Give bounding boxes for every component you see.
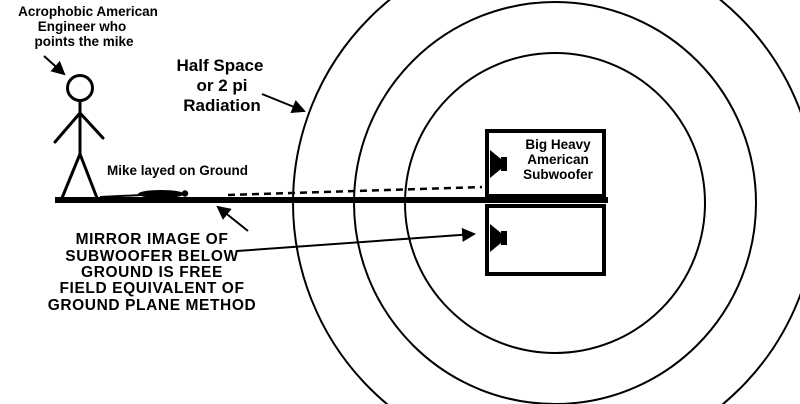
half-space-arrow: [261, 93, 306, 114]
stick-figure-right-arm: [78, 111, 105, 140]
stick-figure-head: [66, 74, 94, 102]
speaker-driver-icon: [490, 150, 507, 178]
half-space-label-line-1: Half Space: [177, 56, 264, 75]
speaker-driver-icon-mirror: [490, 224, 507, 252]
mirror-note: MIRROR IMAGE OF SUBWOOFER BELOW GROUND I…: [48, 231, 257, 314]
mirror-note-ground-arrow: [216, 205, 249, 232]
mirror-note-line-2: SUBWOOFER BELOW: [65, 248, 238, 265]
half-space-label-line-3: Radiation: [183, 96, 260, 115]
engineer-label-line-1: Acrophobic American: [18, 4, 158, 19]
engineer-label: Acrophobic American Engineer who points …: [18, 4, 158, 49]
stick-figure-engineer: [53, 74, 105, 200]
subwoofer-label-line-3: Subwoofer: [523, 167, 593, 182]
mirror-note-line-5: GROUND PLANE METHOD: [48, 297, 257, 314]
half-space-label-line-2: or 2 pi: [196, 76, 247, 95]
subwoofer-label-line-2: American: [527, 152, 589, 167]
stick-figure-left-leg: [60, 152, 82, 200]
ground-line: [55, 197, 608, 203]
subwoofer-label: Big Heavy American Subwoofer: [523, 137, 593, 182]
microphone-icon: [99, 190, 189, 198]
mirror-subwoofer-box: [485, 204, 606, 276]
engineer-label-line-2: Engineer who: [38, 19, 127, 34]
half-space-label: Half Space or 2 pi Radiation: [177, 56, 264, 115]
mirror-note-subwoofer-arrow: [236, 227, 477, 252]
subwoofer-label-line-1: Big Heavy: [525, 137, 591, 152]
mirror-note-line-4: FIELD EQUIVALENT OF: [59, 280, 244, 297]
engineer-label-line-3: points the mike: [34, 34, 134, 49]
stick-figure-right-leg: [78, 152, 99, 200]
engineer-arrow: [43, 55, 66, 76]
mike-axis-dashed-line: [227, 185, 483, 197]
mirror-note-line-3: GROUND IS FREE: [81, 264, 223, 281]
mike-label: Mike layed on Ground: [107, 163, 248, 178]
mirror-note-line-1: MIRROR IMAGE OF: [76, 231, 229, 248]
stick-figure-left-arm: [53, 111, 82, 144]
